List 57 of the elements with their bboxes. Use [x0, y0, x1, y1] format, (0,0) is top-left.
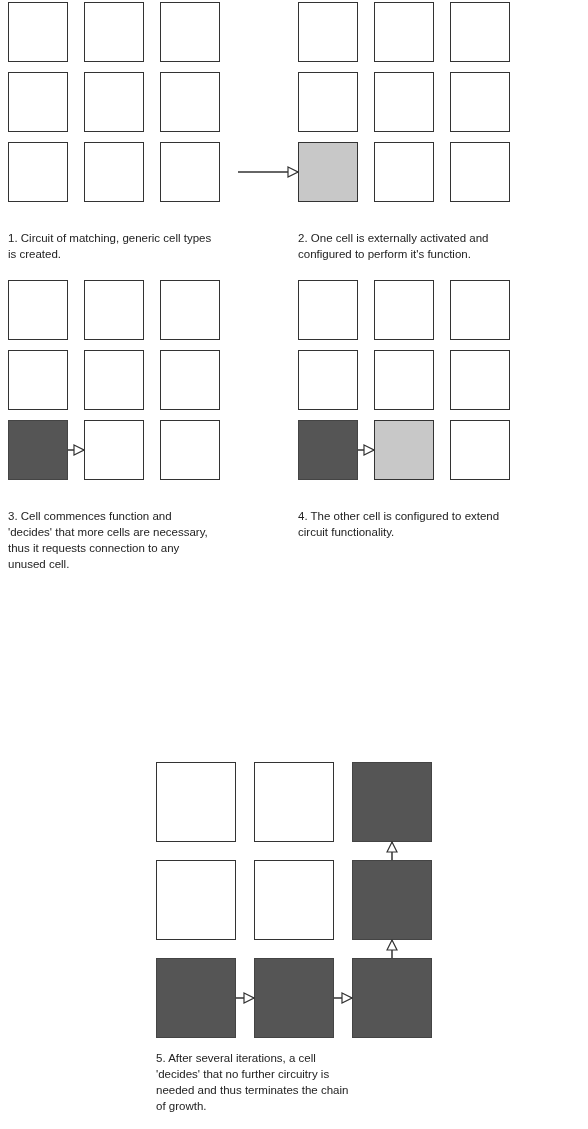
grid-square	[156, 860, 236, 940]
caption: 4. The other cell is configured to extend circuit functionality.	[298, 509, 501, 540]
grid-square	[374, 350, 434, 410]
grid-square	[160, 280, 220, 340]
grid-square	[450, 280, 510, 340]
grid-square	[156, 762, 236, 842]
grid-square	[298, 280, 358, 340]
arrow	[237, 166, 299, 178]
active-cell	[254, 958, 334, 1038]
grid-square	[8, 142, 68, 202]
caption: 1. Circuit of matching, generic cell types is created.	[8, 231, 213, 262]
grid-square	[298, 2, 358, 62]
grid-square	[374, 280, 434, 340]
arrow	[67, 444, 85, 456]
active-cell	[352, 762, 432, 842]
active-cell	[8, 420, 68, 480]
grid-square	[450, 142, 510, 202]
grid-square	[160, 420, 220, 480]
grid-square	[298, 350, 358, 410]
grid-square	[8, 72, 68, 132]
grid-square	[254, 860, 334, 940]
grid-square	[374, 72, 434, 132]
grid-square	[450, 350, 510, 410]
grid-square	[450, 2, 510, 62]
caption: 5. After several iterations, a cell 'decides' that no further circuitry is needed and thus terminates the chain of growth.	[156, 1051, 350, 1114]
grid-square	[84, 350, 144, 410]
grid-square	[254, 762, 334, 842]
active-cell	[352, 860, 432, 940]
grid-square	[160, 142, 220, 202]
grid-square	[450, 72, 510, 132]
grid-square	[84, 2, 144, 62]
grid-square	[298, 72, 358, 132]
caption: 2. One cell is externally activated and configured to perform it's function.	[298, 231, 490, 262]
arrow	[357, 444, 375, 456]
grid-square	[84, 72, 144, 132]
arrow	[386, 841, 398, 861]
active-cell	[156, 958, 236, 1038]
grid-square	[84, 142, 144, 202]
arrow	[386, 939, 398, 959]
grid-square	[8, 2, 68, 62]
grid-square	[8, 280, 68, 340]
grid-square	[160, 350, 220, 410]
grid-square	[160, 72, 220, 132]
grid-square	[450, 420, 510, 480]
caption: 3. Cell commences function and 'decides' that more cells are necessary, thus it requests connection to any unused cell.	[8, 509, 209, 572]
active-cell	[352, 958, 432, 1038]
grid-square	[84, 280, 144, 340]
grid-square	[374, 2, 434, 62]
active-cell	[298, 420, 358, 480]
grid-square	[8, 350, 68, 410]
arrow	[235, 992, 255, 1004]
grid-square	[84, 420, 144, 480]
active-cell	[298, 142, 358, 202]
grid-square	[374, 142, 434, 202]
active-cell	[374, 420, 434, 480]
arrow	[333, 992, 353, 1004]
grid-square	[160, 2, 220, 62]
